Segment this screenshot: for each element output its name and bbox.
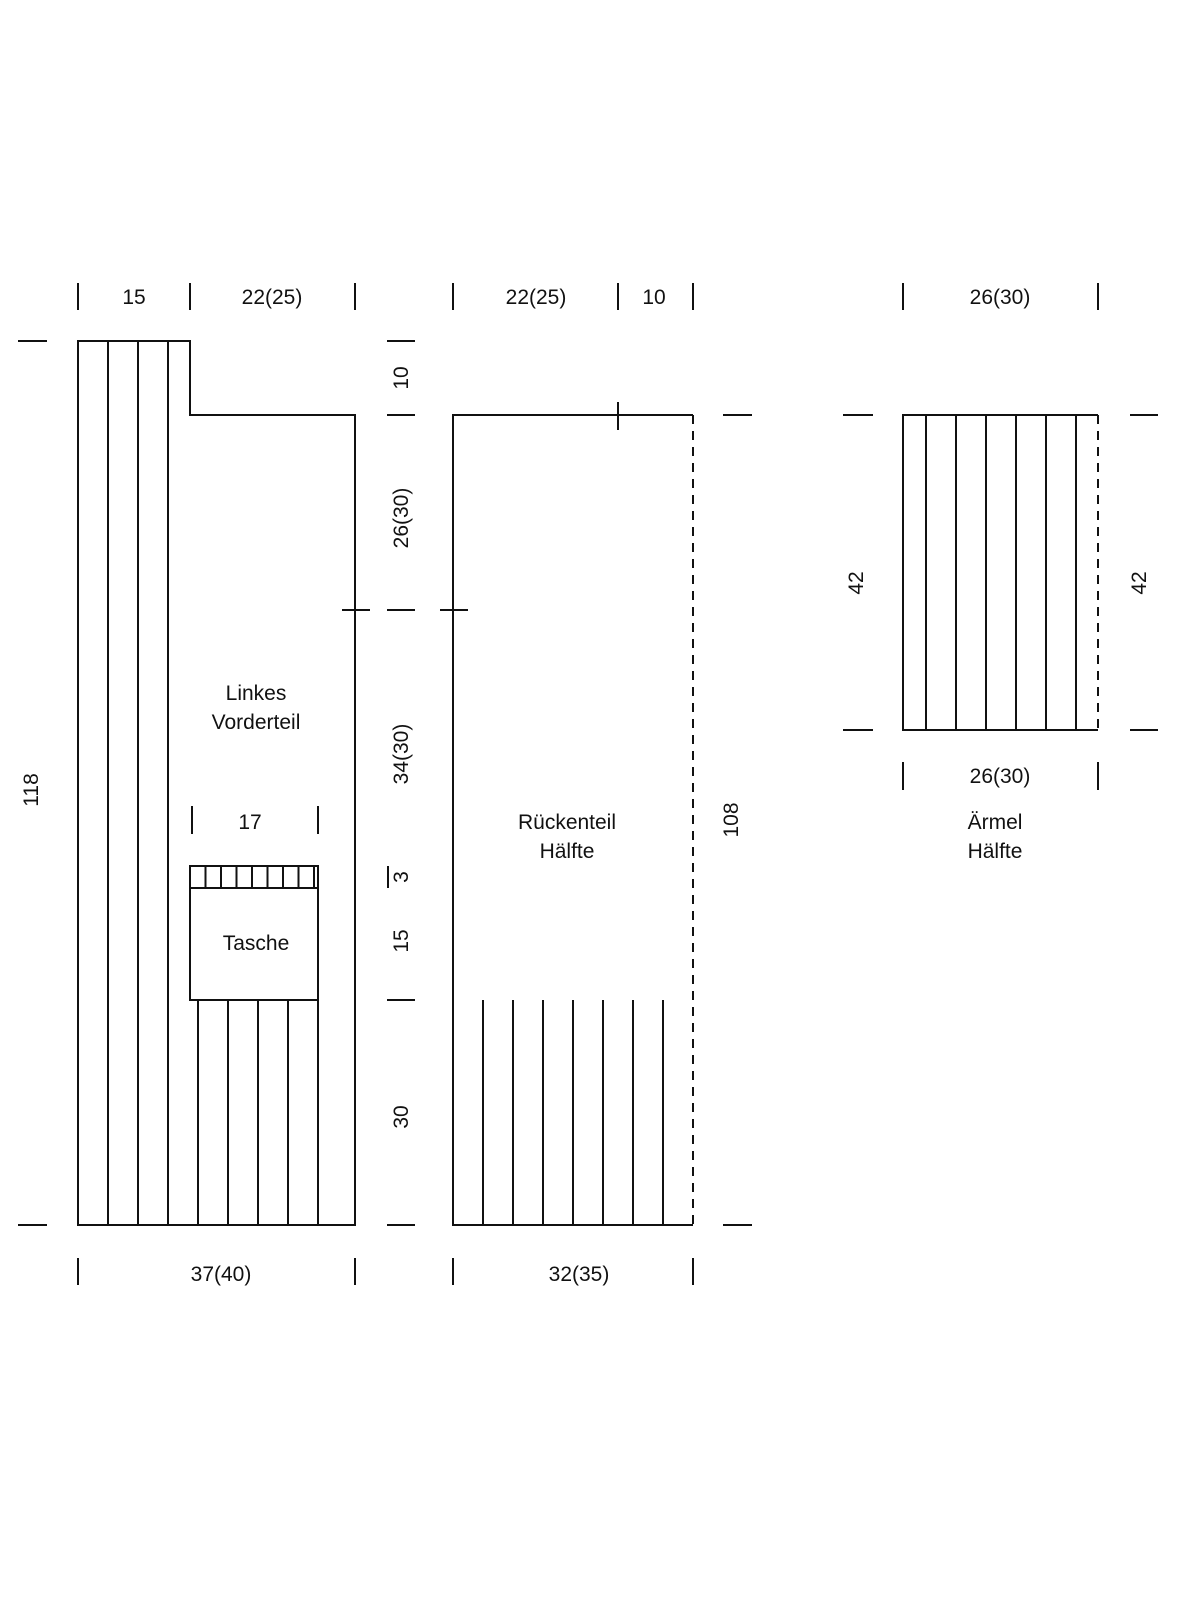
- left-front-piece: Tasche Linkes Vorderteil: [77, 340, 370, 1226]
- sleeve-label-1: Ärmel: [968, 811, 1023, 834]
- dim-armhole-height: 26(30): [390, 488, 413, 549]
- back-half-piece: Rückenteil Hälfte: [440, 402, 694, 1226]
- dim-back-neck: 10: [642, 286, 665, 309]
- dim-pocket-height: 15: [390, 929, 413, 952]
- dim-front-shoulder: 22(25): [242, 286, 303, 309]
- dim-rib-height: 30: [390, 1105, 413, 1128]
- pocket: Tasche: [189, 865, 319, 1001]
- sleeve-half-piece: Ärmel Hälfte: [902, 414, 1099, 863]
- front-label-1: Linkes: [226, 682, 287, 705]
- dim-sleeve-bottom: 26(30): [970, 765, 1031, 788]
- dim-sleeve-top: 26(30): [970, 286, 1031, 309]
- dim-front-bottom: 37(40): [191, 1263, 252, 1286]
- dim-back-total-height: 108: [720, 802, 743, 837]
- dim-pocket-width: 17: [238, 811, 261, 834]
- back-label-1: Rückenteil: [518, 811, 616, 834]
- pocket-label: Tasche: [223, 932, 290, 955]
- dimension-labels: 15 22(25) 22(25) 10 26(30) 26(30) 17 37(…: [20, 286, 1151, 1286]
- back-label-2: Hälfte: [540, 840, 595, 863]
- dim-sleeve-height-right: 42: [1128, 571, 1151, 594]
- dim-front-total-height: 118: [20, 773, 43, 806]
- dim-sleeve-height-left: 42: [845, 571, 868, 594]
- sleeve-label-2: Hälfte: [968, 840, 1023, 863]
- dim-back-bottom: 32(35): [549, 1263, 610, 1286]
- dim-pocket-rib-height: 3: [390, 871, 413, 883]
- dimension-ticks: [18, 283, 1158, 1285]
- dim-mid-height: 34(30): [390, 724, 413, 785]
- dim-collar-height: 10: [390, 366, 413, 389]
- front-label-2: Vorderteil: [212, 711, 301, 734]
- dim-front-band: 15: [122, 286, 145, 309]
- dim-back-shoulder: 22(25): [506, 286, 567, 309]
